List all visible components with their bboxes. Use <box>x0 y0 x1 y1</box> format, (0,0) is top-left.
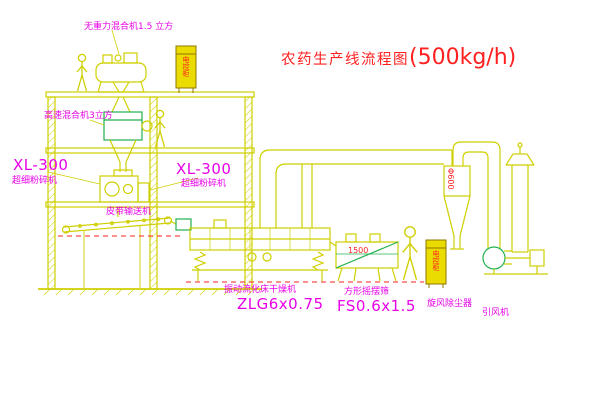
label-mill-center-model: XL-300 <box>176 160 232 178</box>
leader-lines <box>47 29 199 191</box>
label-cabinet-2: 电控柜 <box>432 250 440 271</box>
label-mill-left-model: XL-300 <box>13 156 69 174</box>
label-dimension-1500: 1500 <box>348 246 369 255</box>
label-sifter-model: FS0.6x1.5 <box>337 297 416 315</box>
cyclone-separator <box>443 141 501 250</box>
person-figure-ground <box>402 226 418 281</box>
label-mill-left-name: 超细粉碎机 <box>12 176 58 186</box>
label-mill-center-name: 超细粉碎机 <box>181 179 227 189</box>
control-cabinet-2 <box>425 239 447 288</box>
label-dryer-name: 振动流化床干燥机 <box>224 285 297 295</box>
diagram-title-capacity: (500kg/h) <box>409 45 517 70</box>
belt-conveyor <box>61 216 177 288</box>
xl300-pulverizer <box>99 169 150 217</box>
label-second-mixer: 高速混合机3立方 <box>44 111 113 121</box>
label-sifter-name: 方形摇摆筛 <box>344 287 390 297</box>
person-figure-mid <box>154 109 166 148</box>
label-cabinet-1: 电控柜 <box>182 56 190 77</box>
fluid-bed-dryer <box>175 218 337 281</box>
diagram-title: 农药生产线流程图 (500kg/h) <box>281 45 516 70</box>
mixer-discharge-chute <box>109 139 137 172</box>
square-swing-sifter <box>335 233 399 282</box>
diagram-title-text: 农药生产线流程图 <box>281 52 409 68</box>
high-speed-mixer <box>103 111 153 141</box>
person-figure-top <box>76 53 88 92</box>
label-top-mixer: 无重力混合机1.5 立方 <box>84 22 174 32</box>
label-cyclone: 旋风除尘器 <box>427 299 473 309</box>
control-cabinet-1 <box>175 45 197 93</box>
induced-draft-fan <box>482 246 548 275</box>
label-fan: 引风机 <box>482 308 510 318</box>
exhaust-duct <box>259 149 453 228</box>
label-pipe-diameter: Φ600 <box>446 168 455 190</box>
exhaust-stack <box>505 142 535 253</box>
building-structure <box>38 91 262 296</box>
label-belt-conveyor: 皮带输送机 <box>106 207 152 217</box>
label-dryer-model: ZLG6x0.75 <box>237 295 324 313</box>
gravity-free-mixer <box>95 52 147 113</box>
